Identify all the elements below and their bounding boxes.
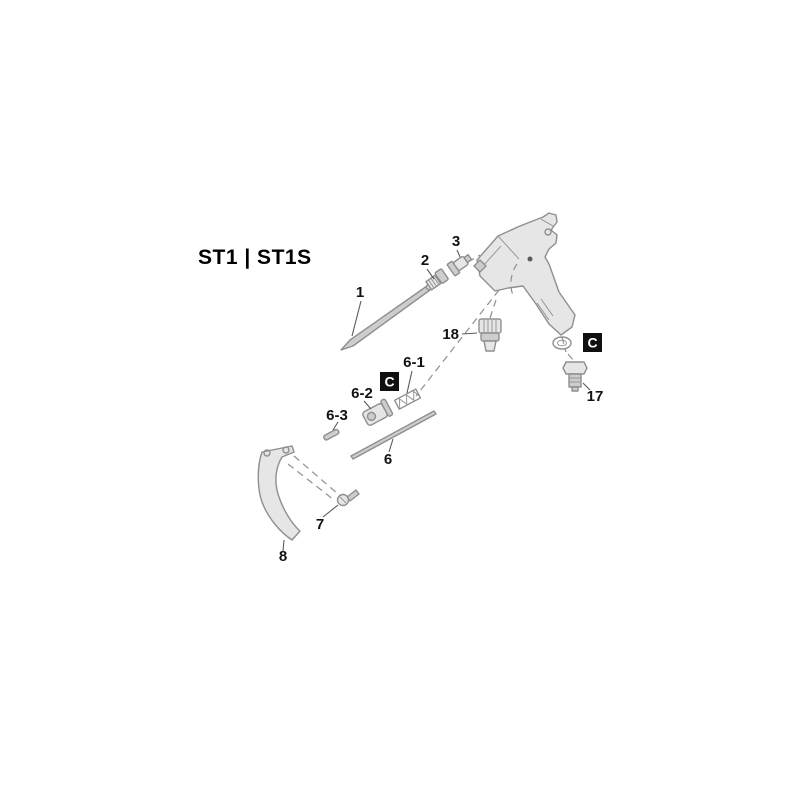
label-8: 8 xyxy=(279,548,287,565)
label-3-leader xyxy=(456,249,461,258)
label-7-leader xyxy=(322,504,339,518)
label-6-2-leader xyxy=(363,400,372,410)
label-18: 18 xyxy=(442,326,459,343)
knob-18-cap xyxy=(478,318,502,334)
spring-2-coil-1 xyxy=(428,279,435,289)
trigger-position-dashed xyxy=(510,263,518,299)
label-3: 3 xyxy=(452,233,460,250)
label-6-2: 6-2 xyxy=(351,385,373,402)
spring-6-1-outline xyxy=(393,388,422,410)
part-trigger-screw: 7 xyxy=(316,489,360,533)
screw-7-slot xyxy=(339,496,347,504)
dash-gun-to-valve xyxy=(415,289,500,397)
callout-c-left: C xyxy=(384,374,394,390)
gun-screw-boss xyxy=(544,228,552,236)
gun-body-seam xyxy=(497,235,520,260)
gun-top-knob-line xyxy=(540,218,554,227)
dash-handle-to-oring xyxy=(561,336,567,353)
part-valve-spring: C 6-1 xyxy=(380,354,425,410)
part-needle-spring: 2 xyxy=(421,252,449,291)
label-2: 2 xyxy=(421,252,429,269)
part-valve-body: 6-2 xyxy=(351,385,394,426)
label-7: 7 xyxy=(316,516,324,533)
diagram-title: ST1 | ST1S xyxy=(198,246,312,269)
gun-pivot-dot xyxy=(527,256,533,262)
spring-2-coil-3 xyxy=(432,276,440,285)
fitting-17-hex xyxy=(562,361,588,375)
part-nozzle: 3 xyxy=(446,233,473,277)
part-needle: 1 xyxy=(340,283,433,351)
label-8-leader xyxy=(282,539,285,552)
label-1-leader xyxy=(351,300,362,337)
gun-nozzle-seat xyxy=(473,259,487,273)
callout-c-right: C xyxy=(587,335,597,351)
trigger-hole-1 xyxy=(263,449,271,457)
part-valve-stem: 6 xyxy=(350,410,437,468)
label-6-1: 6-1 xyxy=(403,354,425,371)
oring-inner xyxy=(557,339,567,347)
knob-18-stem xyxy=(483,340,497,352)
handle-marking-line-1 xyxy=(536,302,550,321)
knob-18-collar xyxy=(480,332,500,342)
nut-2-body xyxy=(434,268,449,284)
label-6-leader xyxy=(388,438,394,453)
needle-shaft xyxy=(340,285,431,351)
label-6-1-leader xyxy=(406,370,413,394)
spring-2-body xyxy=(425,274,442,291)
label-6: 6 xyxy=(384,451,392,468)
label-17-leader xyxy=(582,382,591,391)
rod-6-shaft xyxy=(350,410,437,460)
part-valve-pin: 6-3 xyxy=(323,407,348,441)
dash-oring-to-fitting xyxy=(567,353,574,361)
valve-6-2-bore xyxy=(366,411,377,422)
pin-6-3-body xyxy=(323,428,340,441)
valve-6-2-flange xyxy=(380,398,394,417)
dash-trigger-to-screw-2 xyxy=(287,463,335,501)
dash-trigger-to-screw-1 xyxy=(293,455,339,495)
part-trigger: 8 xyxy=(257,445,301,565)
label-18-leader xyxy=(461,332,478,335)
part-regulator-knob: 18 xyxy=(442,318,502,352)
gun-front-inner-line xyxy=(482,245,502,267)
label-6-3: 6-3 xyxy=(326,407,348,424)
callout-c-right-box xyxy=(583,333,602,352)
fitting-17-tip xyxy=(571,386,579,392)
label-6-3-leader xyxy=(332,421,339,431)
part-inlet-fitting: 17 xyxy=(562,361,604,405)
label-17: 17 xyxy=(587,388,604,405)
label-1: 1 xyxy=(356,284,364,301)
spring-6-1-coil xyxy=(398,390,420,408)
fitting-17-thread xyxy=(568,373,582,388)
trigger-8-outline xyxy=(257,445,301,541)
handle-marking-line-2 xyxy=(540,298,554,317)
dash-knob-to-gun xyxy=(489,299,497,319)
oring-outer xyxy=(552,336,572,350)
nozzle-tip xyxy=(463,253,473,264)
spring-2-coil-2 xyxy=(430,277,437,287)
gun-body-outline xyxy=(476,212,576,336)
label-2-leader xyxy=(426,268,435,280)
trigger-hole-2 xyxy=(282,446,290,454)
callout-c-left-box xyxy=(380,372,399,391)
part-oring-right: C xyxy=(552,333,602,352)
gun-body xyxy=(473,212,576,336)
